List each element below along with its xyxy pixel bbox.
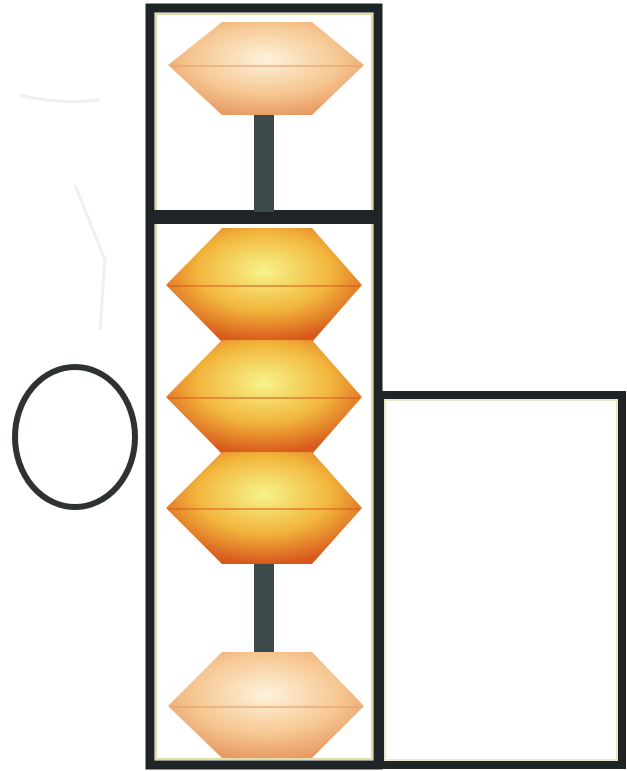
lower-bead bbox=[166, 340, 362, 454]
comparison-oval[interactable] bbox=[15, 367, 135, 507]
lower-bead bbox=[166, 452, 362, 564]
upper-bead bbox=[168, 22, 364, 115]
faint-scribble bbox=[75, 185, 105, 330]
faint-scribble bbox=[20, 95, 100, 102]
lower-bead bbox=[166, 228, 362, 342]
abacus-divider-beam bbox=[150, 210, 378, 224]
answer-box[interactable] bbox=[380, 395, 622, 765]
abacus-rod-lower bbox=[254, 560, 274, 655]
abacus-rod-upper bbox=[254, 115, 274, 212]
lower-bead bbox=[168, 652, 364, 758]
